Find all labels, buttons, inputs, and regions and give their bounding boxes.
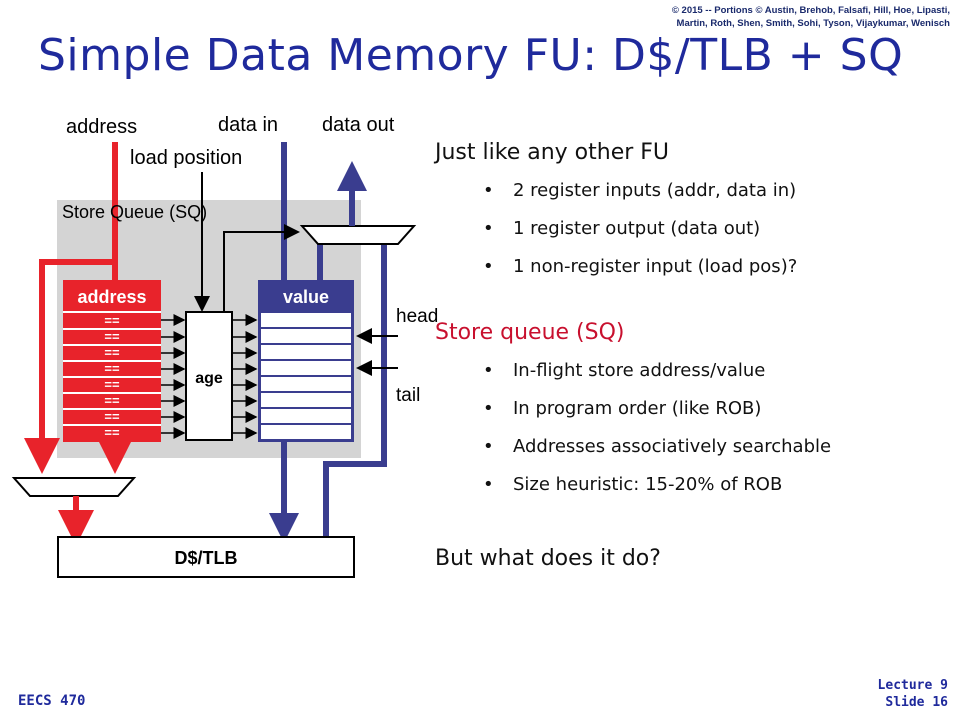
heading-fu: Just like any other FU — [435, 140, 670, 165]
comparator-1: == — [104, 313, 120, 328]
heading-sq: Store queue (SQ) — [435, 320, 625, 345]
bullet-2-4: Size heuristic: 15-20% of ROB — [435, 474, 945, 546]
store-queue-label: Store Queue (SQ) — [62, 202, 208, 222]
tail-label: tail — [396, 385, 421, 406]
dcache-tlb-box — [57, 536, 355, 578]
comparator-4: == — [104, 361, 120, 376]
copyright-notice: © 2015 -- Portions © Austin, Brehob, Fal… — [672, 4, 950, 30]
bullet-1-1: 2 register inputs (addr, data in) — [435, 180, 945, 218]
bullet-2-2: In program order (like ROB) — [435, 398, 945, 436]
data-out-mux — [299, 225, 417, 245]
load-position-label: load position — [130, 147, 243, 169]
bullet-1-3: 1 non-register input (load pos)? — [435, 256, 945, 320]
address-input-label: address — [66, 116, 138, 138]
data-in-label: data in — [218, 114, 279, 136]
slide-number: Lecture 9 Slide 16 — [878, 677, 948, 711]
slide-content: Just like any other FU 2 register inputs… — [435, 140, 945, 571]
comparator-3: == — [104, 345, 120, 360]
value-column-header: value — [283, 287, 329, 307]
dcache-tlb-label: D$/TLB — [175, 548, 238, 568]
age-label: age — [195, 370, 223, 387]
address-slots — [63, 311, 161, 426]
bullet-2-1: In-flight store address/value — [435, 360, 945, 398]
address-mux — [11, 477, 137, 497]
data-out-label: data out — [322, 114, 395, 136]
head-label: head — [396, 306, 439, 327]
address-column-header: address — [77, 287, 146, 307]
course-label: EECS 470 — [18, 693, 86, 709]
cache-to-mux — [323, 244, 387, 536]
lecture-label: Lecture 9 — [877, 678, 948, 693]
heading-question: But what does it do? — [435, 546, 661, 571]
comparator-2: == — [104, 329, 120, 344]
comparator-5: == — [104, 377, 120, 392]
slide-label: Slide 16 — [885, 695, 948, 710]
copyright-line-2: Martin, Roth, Shen, Smith, Sohi, Tyson, … — [676, 18, 950, 29]
value-slots — [261, 313, 351, 439]
slide-title: Simple Data Memory FU: D$/TLB + SQ — [38, 30, 904, 81]
age-box — [185, 311, 233, 441]
comparator-8: == — [104, 425, 120, 440]
copyright-line-1: © 2015 -- Portions © Austin, Brehob, Fal… — [671, 5, 950, 16]
bullet-1-2: 1 register output (data out) — [435, 218, 945, 256]
bullet-2-3: Addresses associatively searchable — [435, 436, 945, 474]
comparators: == == == == == == == == — [104, 313, 120, 440]
sq-hit-line — [223, 224, 300, 312]
comparator-7: == — [104, 409, 120, 424]
comparator-6: == — [104, 393, 120, 408]
select-lines — [232, 314, 258, 439]
match-lines — [161, 314, 186, 439]
